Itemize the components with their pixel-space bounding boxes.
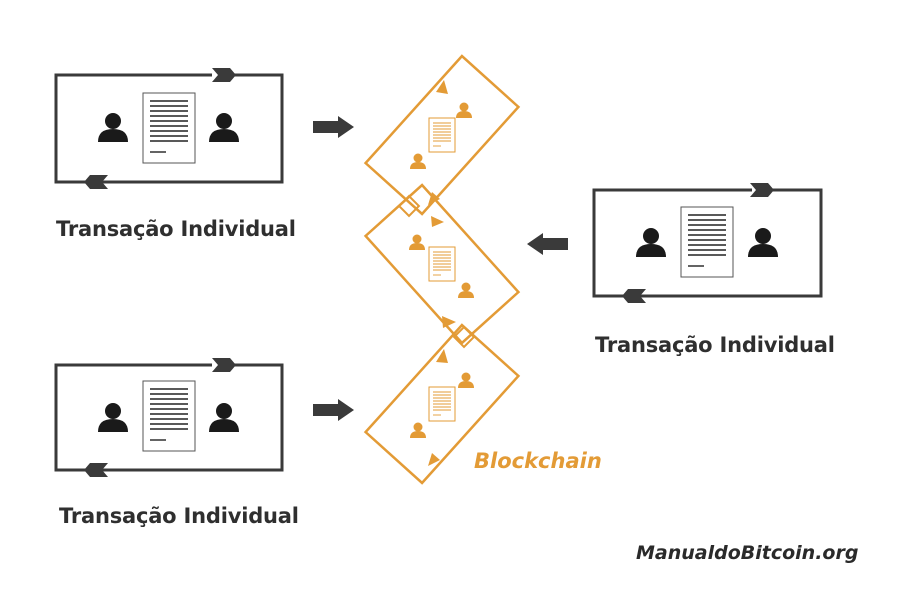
person-icon [458, 282, 474, 298]
blockchain [363, 54, 521, 485]
arrow-icon [428, 192, 440, 205]
arrow-icon [84, 175, 108, 189]
arrow-icon [212, 68, 236, 82]
arrow-icon [750, 183, 774, 197]
person-icon [458, 372, 474, 388]
site-credit: ManualdoBitcoin.org [636, 542, 859, 564]
chain-link [452, 325, 476, 349]
transaction-card-3 [54, 358, 284, 477]
arrow-icon [431, 216, 444, 227]
arrow-icon [212, 358, 236, 372]
document-icon [680, 206, 734, 278]
person-icon [209, 113, 239, 142]
transaction-card-2 [592, 183, 823, 303]
blockchain-block-2 [363, 183, 521, 345]
document-icon [428, 386, 456, 422]
document-icon [142, 92, 196, 164]
document-icon [428, 246, 456, 282]
transaction-card-1 [54, 68, 284, 189]
blockchain-block-3 [363, 323, 521, 485]
person-icon [409, 234, 425, 250]
transaction-label: Transação Individual [595, 333, 835, 357]
arrow-icon [428, 453, 440, 466]
person-icon [98, 403, 128, 432]
arrow-icon [436, 80, 448, 94]
arrow-icon [442, 316, 456, 328]
person-icon [456, 102, 472, 118]
arrow-icon [313, 116, 354, 138]
blockchain-block-1 [363, 54, 521, 216]
document-icon [428, 117, 456, 153]
transaction-frame [54, 363, 284, 472]
person-icon [410, 153, 426, 169]
arrow-icon [622, 289, 646, 303]
arrow-icon [527, 233, 568, 255]
transaction-frame [592, 188, 823, 298]
transaction-label: Transação Individual [59, 504, 299, 528]
transaction-frame [54, 73, 284, 184]
chain-link [397, 194, 421, 218]
person-icon [98, 113, 128, 142]
person-icon [410, 422, 426, 438]
arrow-icon [436, 349, 448, 363]
person-icon [209, 403, 239, 432]
person-icon [748, 228, 778, 257]
arrow-icon [84, 463, 108, 477]
person-icon [636, 228, 666, 257]
document-icon [142, 380, 196, 452]
blockchain-label: Blockchain [474, 449, 602, 473]
transaction-label: Transação Individual [56, 217, 296, 241]
arrow-icon [313, 399, 354, 421]
